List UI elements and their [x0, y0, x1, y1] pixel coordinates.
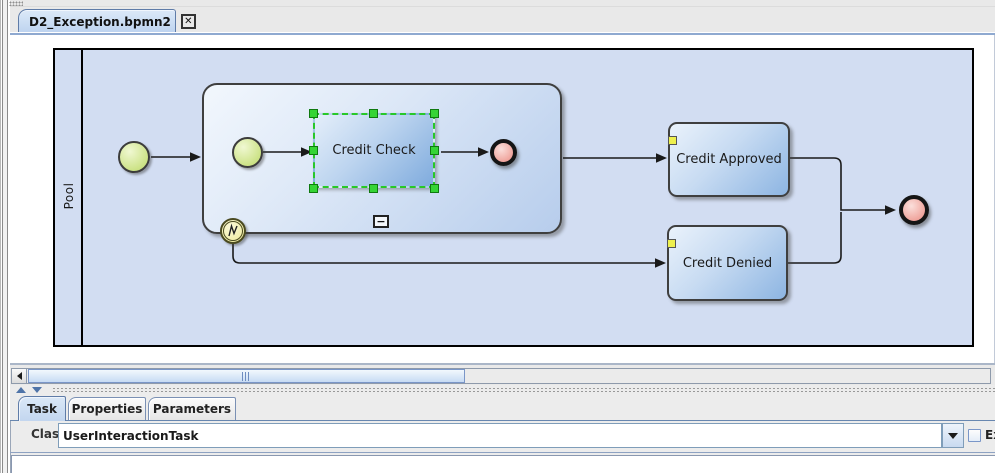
- task-credit-denied-label: Credit Denied: [682, 255, 773, 271]
- selection-handle-ne[interactable]: [430, 109, 439, 118]
- exception-checkbox[interactable]: [968, 429, 981, 442]
- pool-label: Pool: [62, 182, 76, 209]
- dropdown-arrow-icon: [948, 432, 958, 439]
- selection-handle-se[interactable]: [430, 184, 439, 193]
- flow-boundary-to-denied[interactable]: [232, 244, 656, 264]
- tab-parameters[interactable]: Parameters: [148, 397, 236, 420]
- tab-parameters-label: Parameters: [152, 402, 232, 416]
- task-credit-check[interactable]: Credit Check: [313, 113, 435, 188]
- tab-properties-label: Properties: [71, 402, 143, 416]
- selection-handle-w[interactable]: [309, 146, 318, 155]
- selection-handle-nw[interactable]: [309, 109, 318, 118]
- task-credit-approved-label: Credit Approved: [676, 152, 782, 167]
- user-task-marker-icon: [668, 136, 677, 145]
- tab-d2-exception[interactable]: D2_Exception.bpmn2 ✕: [18, 9, 196, 33]
- start-event-inner[interactable]: [232, 137, 263, 168]
- flow-denied-to-end[interactable]: [788, 212, 842, 264]
- user-task-marker-icon: [667, 239, 676, 248]
- panel-separator: [10, 452, 995, 453]
- tab-task[interactable]: Task: [18, 396, 66, 421]
- canvas-top-border: [10, 33, 995, 35]
- class-input[interactable]: [58, 423, 942, 448]
- horizontal-scrollbar[interactable]: [11, 368, 991, 384]
- drag-grip-icon: [9, 1, 23, 6]
- exception-checkbox-label: Ex: [985, 428, 995, 442]
- subprocess-collapse-button[interactable]: −: [373, 215, 389, 228]
- class-dropdown-button[interactable]: [942, 423, 964, 448]
- class-combobox[interactable]: [58, 423, 964, 448]
- tab-close-icon[interactable]: ✕: [180, 14, 196, 29]
- split-pane-divider[interactable]: [0, 0, 10, 473]
- selection-handle-e[interactable]: [430, 146, 439, 155]
- boundary-event-inner-ring: [223, 221, 243, 241]
- tab-task-label: Task: [27, 402, 57, 416]
- pool-header[interactable]: Pool: [55, 50, 83, 345]
- start-event-outer[interactable]: [118, 141, 150, 173]
- splitter-collapse-up-icon[interactable]: [16, 387, 26, 393]
- editor-tab-title: D2_Exception.bpmn2: [29, 14, 171, 29]
- scroll-left-icon: [16, 372, 22, 380]
- horizontal-scrollbar-thumb[interactable]: [28, 369, 465, 383]
- split-pane-resizer[interactable]: [10, 385, 995, 394]
- panel-empty-area: [11, 455, 995, 473]
- class-label: Class: [31, 427, 67, 441]
- canvas-bottom-border: [10, 363, 995, 365]
- top-strip: [10, 0, 995, 7]
- flow-approved-to-end[interactable]: [790, 157, 886, 211]
- task-credit-check-label: Credit Check: [332, 143, 416, 158]
- task-credit-approved[interactable]: Credit Approved: [668, 122, 790, 197]
- boundary-error-event[interactable]: [220, 218, 246, 244]
- end-event-final[interactable]: [899, 195, 929, 225]
- task-credit-denied[interactable]: Credit Denied: [667, 225, 788, 301]
- panel-top-border: [10, 420, 995, 421]
- selection-handle-n[interactable]: [369, 109, 378, 118]
- selection-handle-sw[interactable]: [309, 184, 318, 193]
- splitter-texture: [52, 387, 995, 393]
- tab-properties[interactable]: Properties: [68, 397, 146, 420]
- end-event-inner[interactable]: [490, 139, 517, 166]
- scrollbar-grip-icon: [241, 372, 252, 381]
- splitter-collapse-down-icon[interactable]: [32, 387, 42, 393]
- canvas-top-highlight: [10, 32, 995, 33]
- selection-handle-s[interactable]: [369, 184, 378, 193]
- properties-tab-bar: Task Properties Parameters: [10, 394, 995, 421]
- scroll-left-button[interactable]: [12, 369, 27, 383]
